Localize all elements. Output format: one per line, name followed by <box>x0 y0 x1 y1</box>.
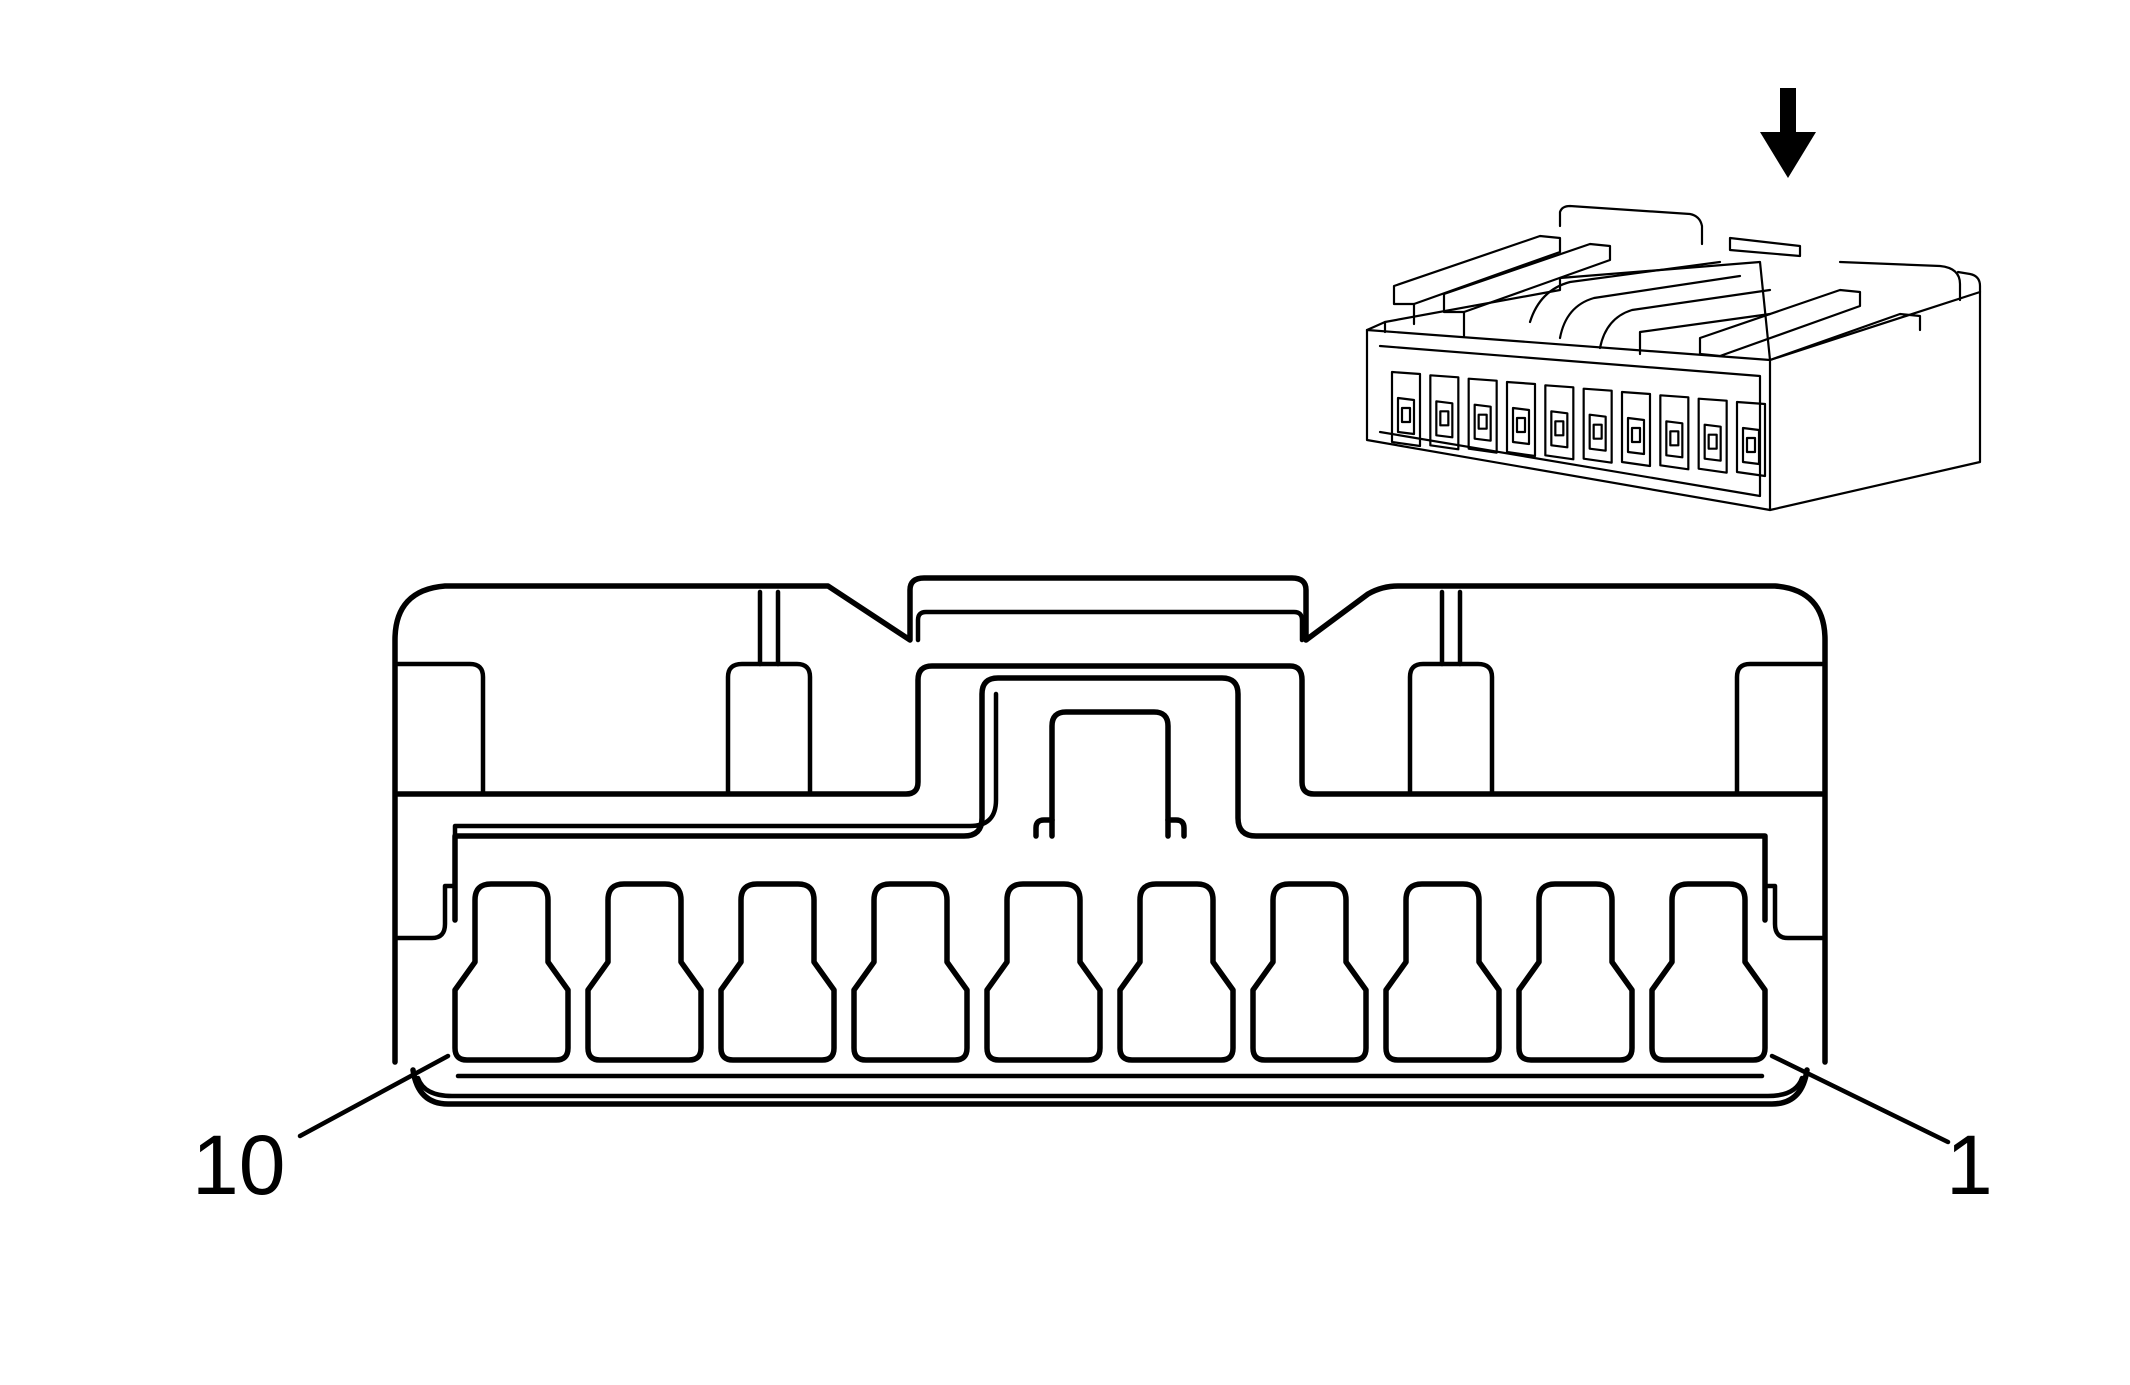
pin-cavity <box>1516 881 1635 1063</box>
pin-cavity-3d <box>1697 397 1728 474</box>
leader-line-pin-10 <box>297 1053 451 1139</box>
pin-cavity <box>851 881 970 1063</box>
pin-cavity-3d <box>1544 384 1575 461</box>
pin-cavity <box>718 881 837 1063</box>
pin-cavity <box>984 881 1103 1063</box>
connector-3d-view <box>1365 88 1982 512</box>
connector-front-view: 10 1 <box>192 575 1993 1212</box>
pin-cavity <box>452 881 571 1063</box>
pin-cavity-3d <box>1467 377 1498 454</box>
pin-cavity-3d <box>1429 374 1460 451</box>
pin-cavity-3d <box>1620 390 1652 468</box>
pin-cavities <box>452 881 1768 1063</box>
pin-cavity <box>585 881 704 1063</box>
pin-cavity <box>1649 881 1768 1063</box>
pin-cavity-3d <box>1735 400 1767 478</box>
pin-cavities-3d <box>1390 370 1767 478</box>
pin-cavity <box>1250 881 1369 1063</box>
pin-cavity-3d <box>1505 380 1537 458</box>
pin-cavity-3d <box>1659 394 1690 471</box>
leader-line-pin-1 <box>1769 1053 1951 1145</box>
pin-cavity-3d <box>1390 370 1422 448</box>
pin-cavity-3d <box>1582 387 1613 464</box>
pin-label-10: 10 <box>192 1118 285 1212</box>
pin-label-1: 1 <box>1946 1118 1993 1212</box>
pin-cavity <box>1383 881 1502 1063</box>
pin-cavity <box>1117 881 1236 1063</box>
down-arrow-icon <box>1760 88 1816 178</box>
